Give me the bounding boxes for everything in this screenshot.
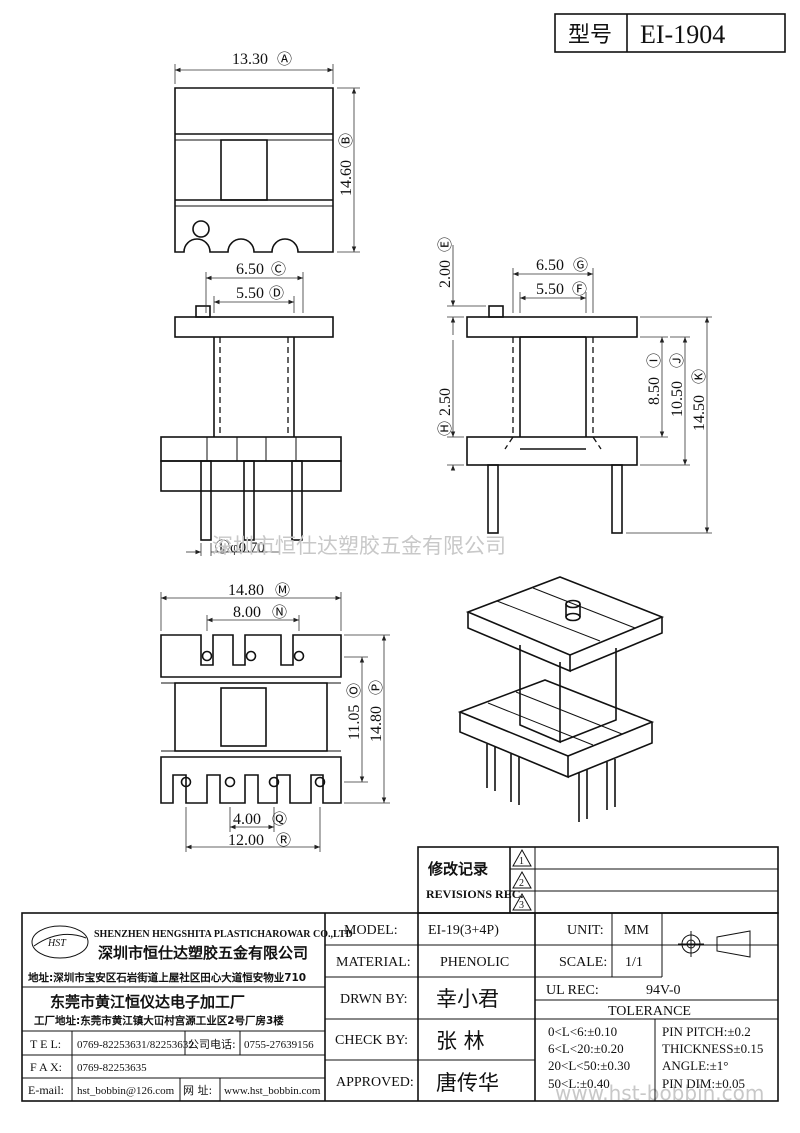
- unit-value: MM: [624, 923, 649, 938]
- fax-value: 0769-82253635: [77, 1062, 147, 1074]
- dim-d-circle: Ⓓ: [269, 285, 284, 302]
- material-label: MATERIAL:: [336, 955, 411, 970]
- model-header: 型号 EI-1904: [554, 13, 786, 53]
- ul-label: UL REC:: [546, 983, 599, 998]
- dim-b-value: 14.60: [338, 160, 355, 196]
- dim-d-value: 5.50: [236, 285, 264, 302]
- company-name-cn: 深圳市恒仕达塑胶五金有限公司: [98, 944, 308, 962]
- email-value[interactable]: hst_bobbin@126.com: [77, 1085, 175, 1097]
- side-view: 6.50 Ⓖ 5.50 Ⓕ 2.00 Ⓔ 2.50 Ⓗ 8.50 Ⓘ 10.50…: [437, 237, 712, 534]
- revision-3: 3: [519, 900, 524, 911]
- dim-a-circle: Ⓐ: [277, 51, 292, 68]
- tol-4: 50<L:±0.40: [548, 1076, 610, 1091]
- title-block: HST SHENZHEN HENGSHITA PLASTICHAROWAR CO…: [21, 912, 779, 1102]
- scale-value: 1/1: [625, 955, 643, 970]
- factory-address: 工厂地址:东莞市黄江镇大冚村宫源工业区2号厂房3楼: [34, 1014, 284, 1027]
- model-label: MODEL:: [344, 923, 398, 938]
- dim-l-value: φ0.70: [230, 540, 265, 556]
- approved-value: 唐传华: [436, 1071, 499, 1095]
- drawn-label: DRWN BY:: [340, 992, 408, 1007]
- top-view: 13.30 Ⓐ 14.60 Ⓑ: [174, 51, 360, 253]
- dim-k-circle: Ⓚ: [691, 369, 708, 384]
- company-logo-text: HST: [47, 938, 67, 949]
- dim-p-value: 14.80: [368, 706, 385, 742]
- check-value: 张 林: [436, 1029, 485, 1053]
- dim-m-value: 14.80: [228, 582, 264, 599]
- dim-i-value: 8.50: [646, 377, 663, 405]
- projection-symbol-icon: [678, 930, 751, 958]
- check-label: CHECK BY:: [335, 1033, 408, 1048]
- dim-o-circle: Ⓞ: [346, 683, 363, 698]
- dim-k-value: 14.50: [691, 395, 708, 431]
- watermark-text: 深圳市恒仕达塑胶五金有限公司: [212, 534, 506, 558]
- tolerance-label: TOLERANCE: [608, 1004, 691, 1019]
- dim-g-circle: Ⓖ: [573, 257, 588, 274]
- model-header-value: EI-1904: [640, 20, 725, 49]
- ul-value: 94V-0: [646, 983, 681, 998]
- dim-q-value: 4.00: [233, 811, 261, 828]
- dim-r-value: 12.00: [228, 832, 264, 849]
- factory-name: 东莞市黄江恒仪达电子加工厂: [50, 993, 245, 1011]
- tol-3: 20<L<50:±0.30: [548, 1058, 630, 1073]
- dim-e-circle: Ⓔ: [437, 237, 454, 252]
- dim-b-circle: Ⓑ: [338, 133, 355, 148]
- drawn-value: 幸小君: [436, 987, 499, 1011]
- approved-label: APPROVED:: [336, 1075, 414, 1090]
- company-logo-icon: [31, 925, 89, 959]
- dim-r-circle: Ⓡ: [276, 832, 291, 849]
- tol-1: 0<L<6:±0.10: [548, 1024, 617, 1039]
- dim-e-value: 2.00: [437, 260, 454, 288]
- revision-2: 2: [519, 878, 524, 889]
- model-value: EI-19(3+4P): [428, 923, 499, 938]
- dim-p-circle: Ⓟ: [368, 680, 385, 695]
- dim-h-value: 2.50: [437, 388, 454, 416]
- revisions-box: 修改记录 REVISIONS REC. 1 2 3: [417, 846, 779, 914]
- dim-o-value: 11.05: [346, 705, 363, 740]
- tol2-2: THICKNESS±0.15: [662, 1041, 763, 1056]
- dim-n-circle: Ⓝ: [272, 604, 287, 621]
- dim-c-value: 6.50: [236, 261, 264, 278]
- dim-j-circle: Ⓙ: [669, 353, 686, 368]
- dim-g-value: 6.50: [536, 257, 564, 274]
- dim-h-circle: Ⓗ: [437, 421, 454, 436]
- email-label: E-mail:: [28, 1083, 64, 1097]
- isometric-view: [457, 576, 665, 822]
- material-value: PHENOLIC: [440, 955, 509, 970]
- company-address: 地址:深圳市宝安区石岩街道上屋社区田心大道恒安物业710: [28, 971, 306, 984]
- front-view: 6.50 Ⓒ 5.50 Ⓓ Ⓛ φ0.70: [160, 261, 342, 556]
- revision-1: 1: [519, 856, 524, 867]
- web-value[interactable]: www.hst_bobbin.com: [224, 1085, 321, 1097]
- fax-label: F A X:: [30, 1060, 62, 1074]
- dim-q-circle: Ⓠ: [272, 811, 287, 828]
- dim-j-value: 10.50: [669, 381, 686, 417]
- phone-label: 公司电话:: [188, 1038, 236, 1051]
- phone-value: 0755-27639156: [244, 1039, 314, 1051]
- bottom-view: 14.80 Ⓜ 8.00 Ⓝ 11.05 Ⓞ 14.80 Ⓟ 4.00 Ⓠ 12…: [160, 582, 390, 852]
- revisions-title-en: REVISIONS REC.: [426, 887, 523, 901]
- dim-f-circle: Ⓕ: [572, 281, 587, 298]
- tol2-1: PIN PITCH:±0.2: [662, 1024, 751, 1039]
- dim-l-circle: Ⓛ: [215, 539, 230, 556]
- tel-label: T E L:: [30, 1037, 61, 1051]
- tol2-4: PIN DIM:±0.05: [662, 1076, 745, 1091]
- dim-a-value: 13.30: [232, 51, 268, 68]
- dim-i-circle: Ⓘ: [646, 353, 663, 368]
- tel-value: 0769-82253631/82253632: [77, 1039, 194, 1051]
- revisions-title-cn: 修改记录: [427, 860, 488, 878]
- model-header-label: 型号: [568, 23, 612, 48]
- tol-2: 6<L<20:±0.20: [548, 1041, 624, 1056]
- dim-f-value: 5.50: [536, 281, 564, 298]
- unit-label: UNIT:: [567, 923, 604, 938]
- web-label: 网 址:: [183, 1083, 212, 1097]
- company-name-en: SHENZHEN HENGSHITA PLASTICHAROWAR CO.,LT…: [94, 929, 353, 940]
- dim-c-circle: Ⓒ: [271, 261, 286, 278]
- scale-label: SCALE:: [559, 955, 607, 970]
- tol2-3: ANGLE:±1°: [662, 1058, 729, 1073]
- dim-m-circle: Ⓜ: [275, 582, 290, 599]
- dim-n-value: 8.00: [233, 604, 261, 621]
